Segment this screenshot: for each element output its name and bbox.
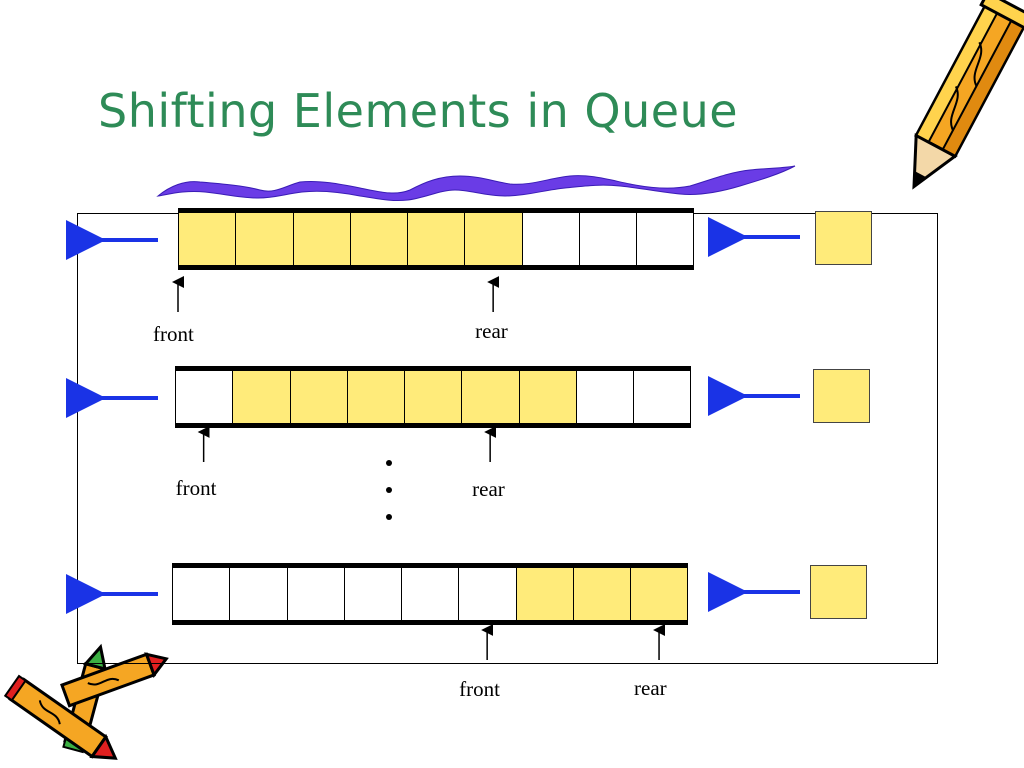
queue-cell-filled	[235, 213, 293, 265]
queue-cell-filled	[346, 371, 405, 423]
rear-label: rear	[475, 319, 508, 343]
queue-array	[175, 366, 691, 428]
queue-cell-empty	[579, 213, 637, 265]
queue-array	[172, 563, 688, 625]
queue-cell-empty	[175, 371, 233, 423]
queue-cell-filled	[289, 371, 347, 423]
queue-cell-filled	[515, 568, 574, 620]
queue-cell-filled	[292, 213, 350, 265]
queue-cell-empty	[229, 568, 287, 620]
queue-cell-empty	[172, 568, 230, 620]
queue-cell-filled	[349, 213, 408, 265]
queue-cell-empty	[343, 568, 402, 620]
squiggle-underline	[156, 165, 796, 201]
ellipsis-dot	[386, 487, 392, 493]
queue-cell-empty	[286, 568, 344, 620]
queue-cell-filled	[407, 213, 465, 265]
ellipsis-dot	[386, 514, 392, 520]
front-label: front	[175, 476, 217, 500]
queue-cell-empty	[576, 371, 634, 423]
pencil-icon	[912, 0, 1024, 190]
queue-cell-empty	[633, 371, 691, 423]
queue-cell-empty	[458, 568, 516, 620]
queue-cell-empty	[636, 213, 694, 265]
queue-cell-filled	[630, 568, 688, 620]
ellipsis-dot	[386, 460, 392, 466]
front-label: front	[153, 322, 194, 346]
queue-cell-filled	[573, 568, 631, 620]
queue-cell-filled	[178, 213, 236, 265]
queue-cell-empty	[401, 568, 459, 620]
queue-cell-empty	[521, 213, 580, 265]
queue-cell-filled	[518, 371, 577, 423]
queue-array	[178, 208, 694, 270]
queue-cell-filled	[232, 371, 290, 423]
queue-cell-filled	[404, 371, 462, 423]
rear-label: rear	[472, 477, 505, 501]
queue-cell-filled	[461, 371, 519, 423]
incoming-element	[815, 211, 872, 265]
crayons-icon	[3, 643, 169, 760]
queue-cell-filled	[464, 213, 522, 265]
slide-title: Shifting Elements in Queue	[98, 84, 739, 138]
incoming-element	[813, 369, 870, 423]
rear-label: rear	[634, 676, 667, 700]
incoming-element	[810, 565, 867, 619]
front-label: front	[459, 677, 500, 701]
